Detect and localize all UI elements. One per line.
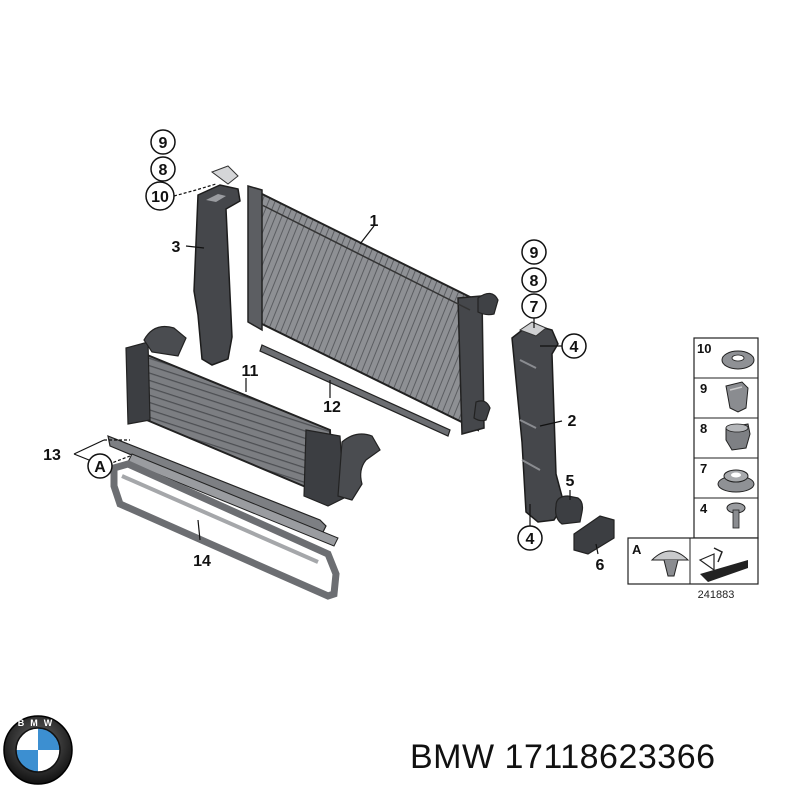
fastener-legend: 10 9 8 7 4 A: [627, 337, 759, 601]
callout-4-bottom: 4: [526, 531, 535, 548]
callout-6: 6: [596, 557, 605, 574]
logo-letters: BMW: [18, 718, 59, 728]
callout-10: 10: [151, 189, 169, 206]
callout-14: 14: [193, 553, 211, 570]
callout-8-right: 8: [530, 273, 539, 290]
callout-4-top-circle: [561, 333, 587, 359]
callout-5: 5: [566, 473, 575, 490]
legend-row-4: 4: [700, 501, 708, 516]
callout-a: A: [94, 459, 106, 476]
callout-7-circle: [521, 293, 547, 319]
intercooler: [125, 325, 381, 507]
callout-9-right-circle: [521, 239, 547, 265]
legend-row-8: 8: [700, 421, 707, 436]
callouts: 9 8 10 9 8 7 4 4 A 1 2 3 5 6 11 12 13 14: [43, 129, 605, 574]
callout-4-top: 4: [570, 339, 579, 356]
push-clip-icon: [650, 550, 690, 577]
callout-2: 2: [568, 413, 577, 430]
callout-12: 12: [323, 399, 341, 416]
seal-strip: [259, 344, 451, 437]
legend-row-10: 10: [697, 341, 711, 356]
washer-icon: [721, 350, 755, 370]
callout-13: 13: [43, 447, 61, 464]
lower-frame: [110, 460, 340, 600]
callout-8-right-circle: [521, 267, 547, 293]
callout-10-circle: [145, 181, 175, 211]
panel-arrow-icon: [698, 547, 748, 582]
air-guide: [107, 435, 339, 547]
clip-icon: [725, 381, 749, 413]
callout-1: 1: [370, 213, 379, 230]
expanding-nut-icon: [725, 423, 751, 451]
legend-row-7: 7: [700, 461, 707, 476]
mounting-bracket: [573, 515, 615, 555]
callout-8-left-circle: [150, 156, 176, 182]
callout-a-circle: [87, 453, 113, 479]
legend-row-a: A: [632, 542, 642, 557]
callout-9-left: 9: [159, 135, 168, 152]
legend-row-9: 9: [700, 381, 707, 396]
callout-8-left: 8: [159, 162, 168, 179]
callout-9-right: 9: [530, 245, 539, 262]
callout-7: 7: [530, 299, 539, 316]
bmw-logo: BMW: [3, 715, 73, 785]
page-title: BMW 17118623366: [410, 738, 716, 776]
callout-3: 3: [172, 239, 181, 256]
rubber-mount: [555, 495, 584, 525]
right-bracket: [511, 321, 565, 523]
grommet-icon: [717, 469, 755, 493]
callout-4-bottom-circle: [517, 525, 543, 551]
radiator: [247, 185, 499, 435]
screw-icon: [726, 502, 746, 529]
left-bracket: [193, 165, 241, 366]
reference-number: 241883: [698, 589, 735, 601]
callout-9-left-circle: [150, 129, 176, 155]
callout-11: 11: [242, 363, 259, 380]
